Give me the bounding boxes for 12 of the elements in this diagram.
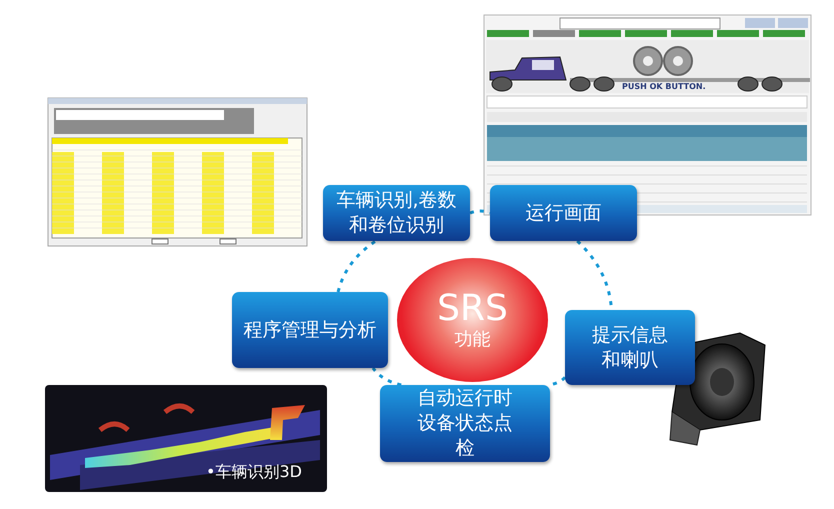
image-caption: •车辆识别3D	[206, 462, 302, 483]
title-text: SRS	[437, 289, 508, 329]
dotted-connector	[336, 240, 377, 292]
process-box: 程序管理与分析	[232, 292, 388, 368]
process-box: 提示信息和喇叭	[565, 310, 695, 385]
dotted-connector	[372, 367, 402, 386]
subtitle-text: 功能	[454, 329, 490, 351]
process-box: 自动运行时设备状态点检	[380, 385, 550, 462]
screen-caption: PUSH OK BUTTON.	[622, 82, 706, 91]
process-box: 运行画面	[490, 185, 637, 241]
process-box: 车辆识别,卷数和卷位识别	[323, 185, 470, 241]
dotted-connector	[470, 210, 491, 214]
